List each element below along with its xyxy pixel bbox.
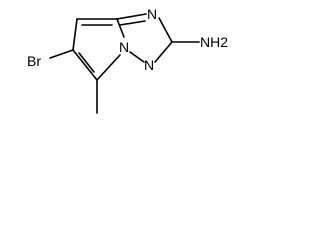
bond-c5-c6-inner <box>78 52 95 73</box>
atom-label-n-bottom: N <box>144 57 154 73</box>
bond-c8a-n4 <box>116 18 125 38</box>
bond-c2-n3 <box>154 41 173 63</box>
bond-n3-n4 <box>129 51 145 63</box>
chemical-structure-diagram: Br N N N NH2 <box>27 6 228 114</box>
atom-label-n-top: N <box>147 6 157 22</box>
bond-lines <box>49 13 200 114</box>
atom-label-amine: NH2 <box>200 34 228 50</box>
bond-n1-c2 <box>158 17 173 43</box>
bond-c8a-n1 <box>116 13 147 20</box>
bond-n4-c5 <box>96 54 121 81</box>
atom-label-bromine: Br <box>27 53 41 69</box>
bond-c6-br <box>49 49 74 59</box>
bond-c5-c6 <box>72 49 98 81</box>
bond-c8a-n1-inner <box>119 20 146 26</box>
bond-c6-c7 <box>72 18 78 51</box>
atom-label-n-bridge: N <box>119 39 129 55</box>
atom-labels: Br N N N NH2 <box>27 6 228 73</box>
